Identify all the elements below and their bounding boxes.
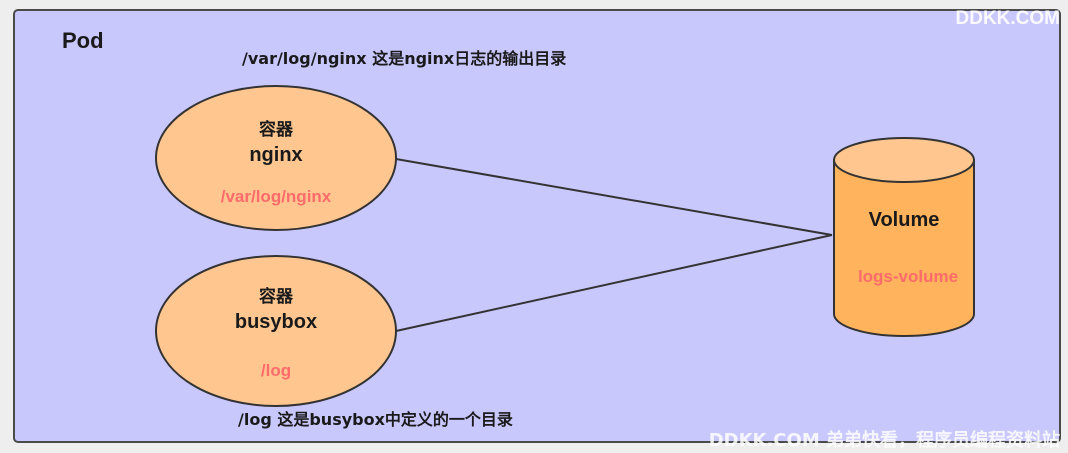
- volume-top: [833, 137, 975, 183]
- container-busybox-kind: 容器: [259, 286, 294, 307]
- volume-cylinder: Volume logs-volume: [833, 137, 975, 337]
- volume-title: Volume: [869, 209, 940, 231]
- container-nginx-kind: 容器: [259, 119, 294, 140]
- note-top: /var/log/nginx 这是nginx日志的输出目录: [242, 49, 566, 68]
- container-nginx-name: nginx: [249, 144, 302, 166]
- note-bottom: /log 这是busybox中定义的一个目录: [238, 410, 513, 429]
- container-nginx-mount: /var/log/nginx: [221, 187, 332, 206]
- connector-nginx-volume: [395, 158, 833, 236]
- watermark-top-right: DDKK.COM: [956, 8, 1061, 29]
- container-busybox-shape: [155, 255, 397, 407]
- pod-title: Pod: [62, 28, 104, 53]
- volume-body: [833, 159, 975, 337]
- container-nginx-shape: [155, 85, 397, 231]
- container-nginx: 容器 nginx /var/log/nginx: [155, 85, 397, 231]
- volume-name: logs-volume: [858, 267, 958, 286]
- container-busybox: 容器 busybox /log: [155, 255, 397, 407]
- container-busybox-mount: /log: [261, 361, 291, 380]
- connector-busybox-volume: [395, 234, 833, 332]
- container-busybox-name: busybox: [235, 311, 317, 333]
- watermark-bottom: DDKK.COM 弟弟快看，程序员编程资料站: [709, 429, 1060, 451]
